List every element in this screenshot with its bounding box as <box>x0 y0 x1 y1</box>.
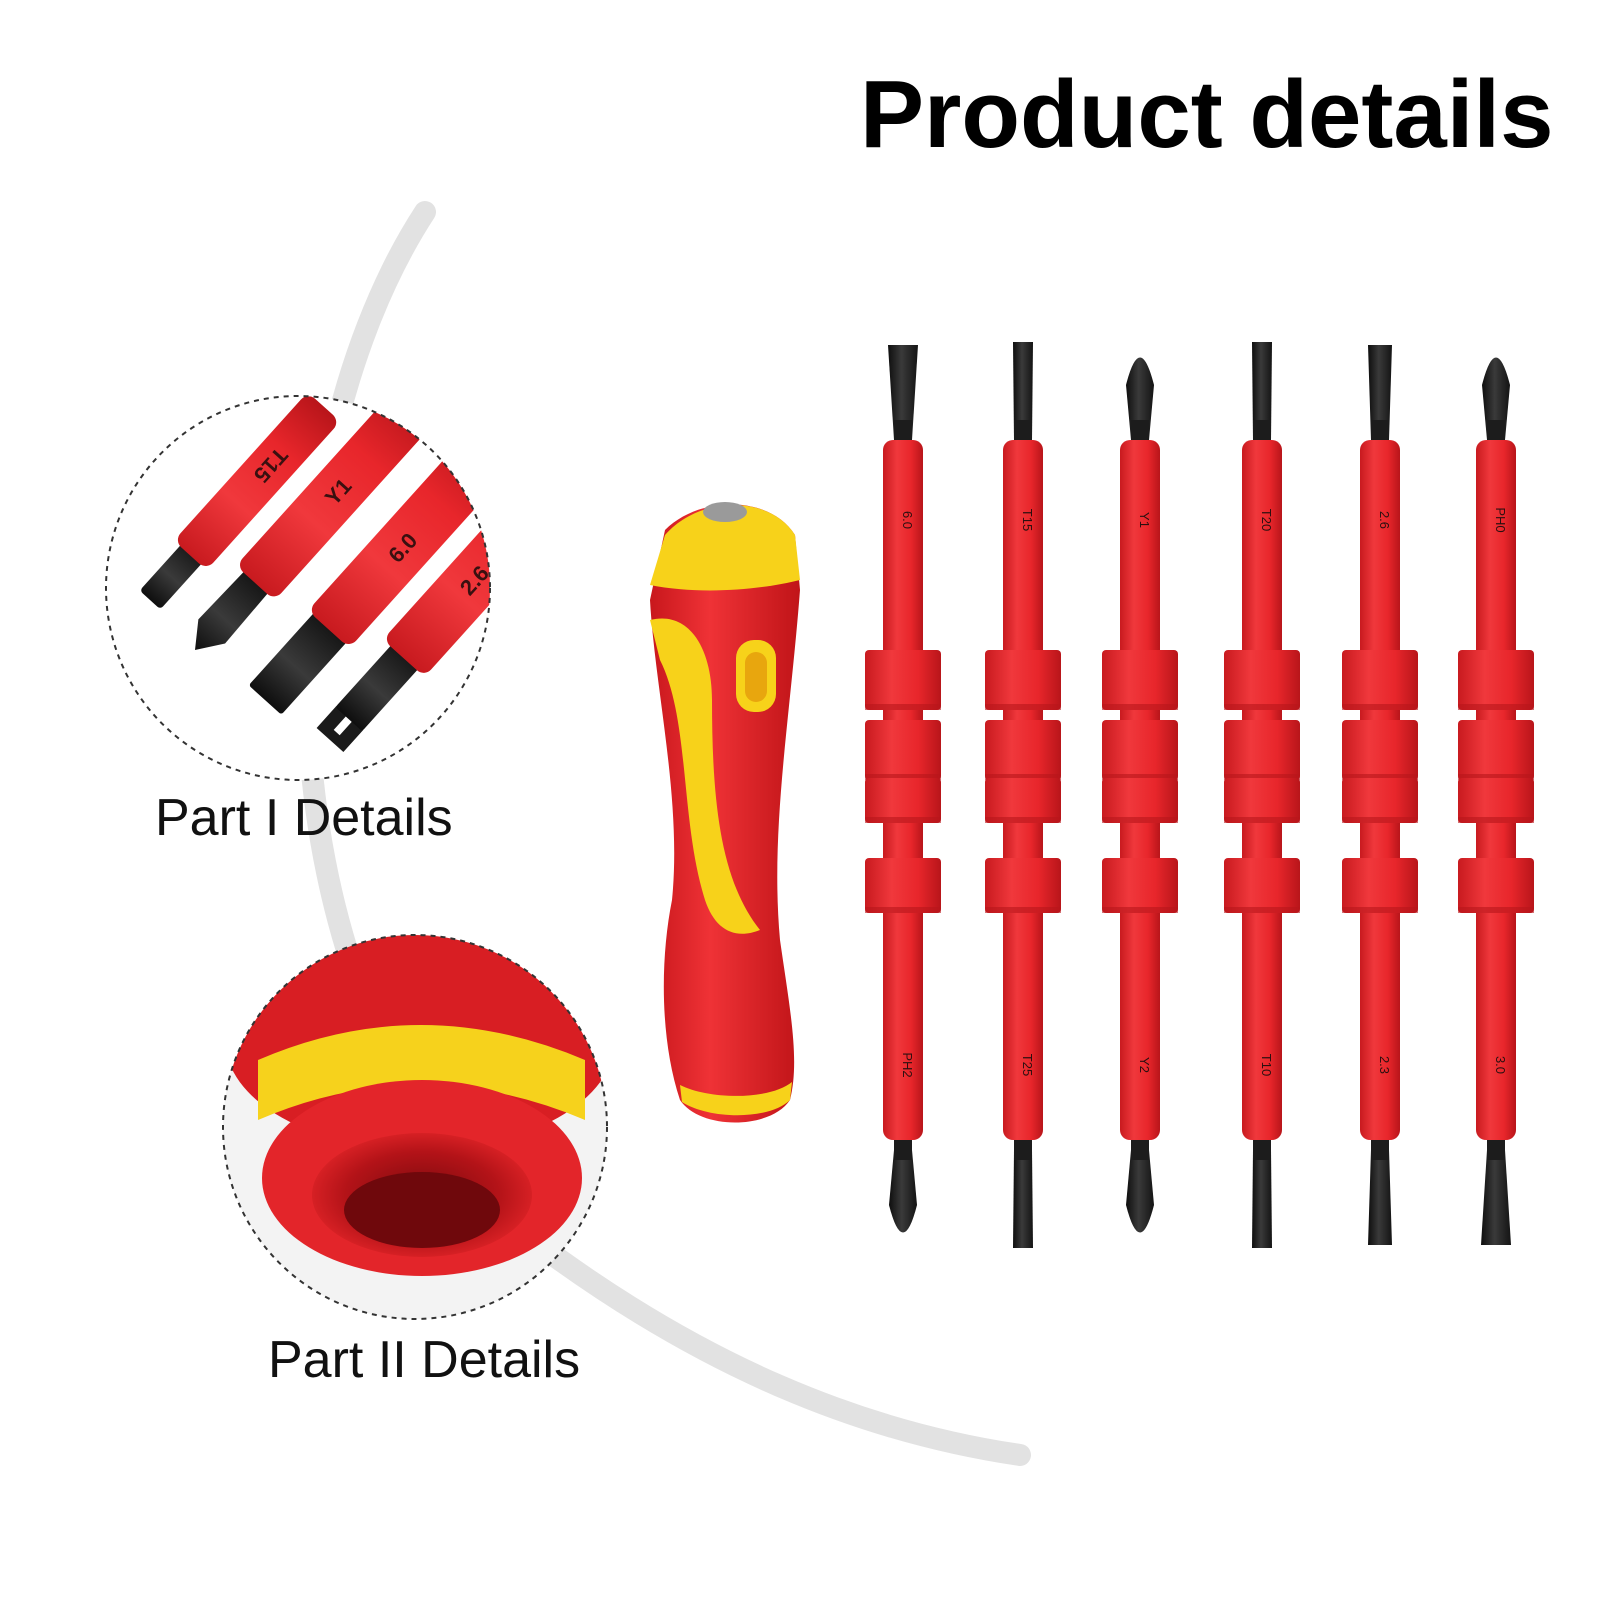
bit-label-top: Y1 <box>1137 512 1152 528</box>
part1-label: Part I Details <box>155 789 453 847</box>
bit-label-top: 2.6 <box>1377 511 1392 529</box>
bit-label-bottom: Y2 <box>1137 1057 1152 1073</box>
bit-label-top: PH0 <box>1493 507 1508 532</box>
bit-label-top: T20 <box>1259 509 1274 531</box>
bit-label-top: 6.0 <box>900 511 915 529</box>
bit-6: PH0 3.0 <box>1458 357 1534 1245</box>
bit-label-bottom: PH2 <box>900 1052 915 1077</box>
page-title: Product details <box>860 61 1554 168</box>
detail-circle-part1: T15 Y1 6.0 2.6 <box>105 395 491 781</box>
detail-circle-part2 <box>222 934 608 1320</box>
bit-label-bottom: T25 <box>1020 1054 1035 1076</box>
screwdriver-handle <box>650 502 800 1123</box>
bit-label-bottom: T10 <box>1259 1054 1274 1076</box>
bit-label-bottom: 3.0 <box>1493 1056 1508 1074</box>
bit-5: 2.6 2.3 <box>1342 345 1418 1245</box>
bit-label-bottom: 2.3 <box>1377 1056 1392 1074</box>
bit-label-top: T15 <box>1020 509 1035 531</box>
part2-label: Part II Details <box>268 1331 581 1389</box>
